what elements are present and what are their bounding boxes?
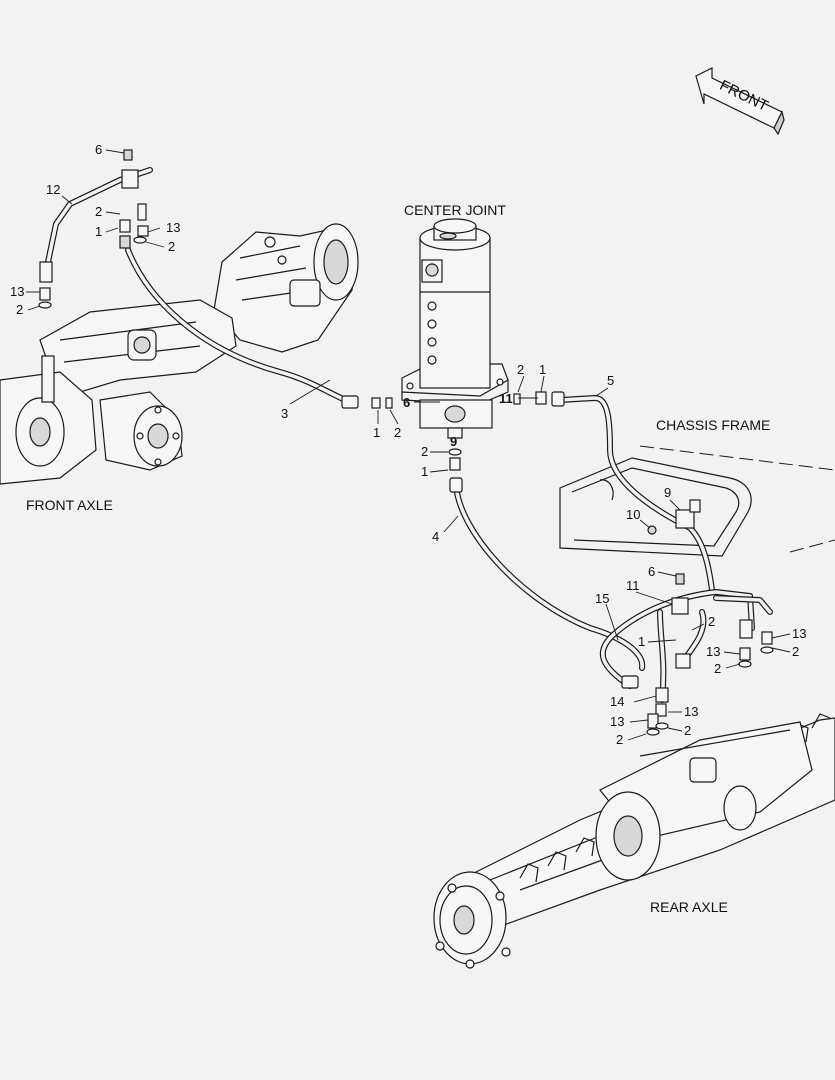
callout: 1 <box>95 224 102 239</box>
callout: 15 <box>595 591 609 606</box>
callout: 10 <box>626 507 640 522</box>
callout: 11 <box>499 391 513 406</box>
chassis-frame <box>559 445 835 557</box>
callout: 2 <box>684 723 691 738</box>
callout: 2 <box>714 661 721 676</box>
callout: 6 <box>648 564 655 579</box>
callout: 4 <box>432 529 439 544</box>
callouts: 6 12 2 1 13 2 13 2 3 1 2 6 11 2 1 5 9 2 … <box>10 142 806 747</box>
callout: 2 <box>394 425 401 440</box>
callout: 2 <box>421 444 428 459</box>
callout: 2 <box>708 614 715 629</box>
callout: 13 <box>166 220 180 235</box>
callout: 13 <box>792 626 806 641</box>
callout: 13 <box>10 284 24 299</box>
callout: 1 <box>373 425 380 440</box>
chassis-frame-title: CHASSIS FRAME <box>656 417 770 433</box>
callout: 6 <box>95 142 102 157</box>
callout: 2 <box>517 362 524 377</box>
callout: 2 <box>792 644 799 659</box>
callout: 14 <box>610 694 624 709</box>
callout: 9 <box>664 485 671 500</box>
center-joint <box>401 218 509 439</box>
callout: 1 <box>638 634 645 649</box>
front-arrow: FRONT <box>695 67 785 136</box>
callout: 13 <box>610 714 624 729</box>
callout: 11 <box>626 578 640 593</box>
callout: 3 <box>281 406 288 421</box>
callout: 9 <box>450 434 457 449</box>
front-axle <box>0 223 359 485</box>
callout: 2 <box>95 204 102 219</box>
callout: 6 <box>403 395 410 410</box>
center-joint-title: CENTER JOINT <box>404 202 506 218</box>
callout: 2 <box>168 239 175 254</box>
callout: 13 <box>706 644 720 659</box>
callout: 13 <box>684 704 698 719</box>
callout: 12 <box>46 182 60 197</box>
callout: 2 <box>616 732 623 747</box>
leader-lines <box>26 149 791 741</box>
callout: 2 <box>16 302 23 317</box>
front-axle-title: FRONT AXLE <box>26 497 113 513</box>
callout: 1 <box>539 362 546 377</box>
rear-axle <box>433 713 835 969</box>
callout: 5 <box>607 373 614 388</box>
rear-axle-title: REAR AXLE <box>650 899 728 915</box>
hoses <box>45 167 773 703</box>
fittings <box>38 149 774 736</box>
callout: 1 <box>421 464 428 479</box>
